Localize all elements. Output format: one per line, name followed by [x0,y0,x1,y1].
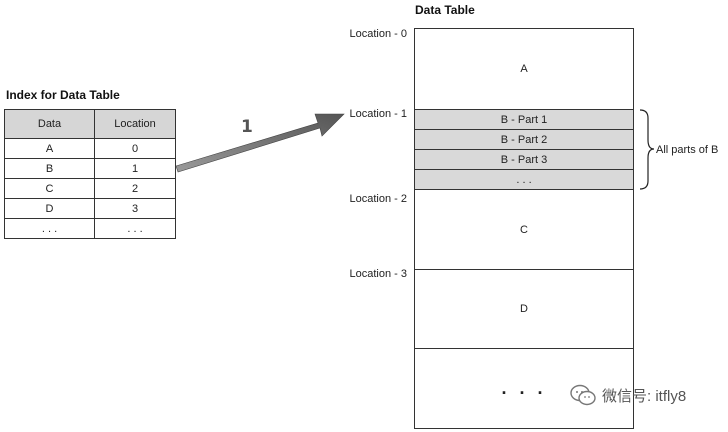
step-1-label: 1 [241,117,253,137]
index-cell-location: 1 [94,158,176,179]
index-cell-data: B [4,158,95,179]
data-cell-b-part-2: B - Part 2 [415,130,633,150]
wechat-icon [570,384,596,406]
location-label-0: Location - 0 [349,28,407,40]
table-row: . . . . . . [4,218,176,239]
data-cell-d: D [415,270,633,349]
data-cell-b-part-1: B - Part 1 [415,110,633,130]
index-cell-location: 2 [94,178,176,199]
table-row: C 2 [4,178,176,199]
index-header-location: Location [94,109,176,139]
table-row: B 1 [4,158,176,179]
data-cell-more: . . . [501,378,547,398]
all-parts-brace [639,109,655,190]
location-label-2: Location - 2 [349,193,407,205]
watermark-text: 微信号: itfly8 [602,387,687,405]
index-cell-location: 3 [94,198,176,219]
location-label-3: Location - 3 [349,268,407,280]
data-cell-b-part-3: B - Part 3 [415,150,633,170]
data-cell-b-more: . . . [415,170,633,190]
data-table-box: A B - Part 1 B - Part 2 B - Part 3 . . .… [414,28,634,429]
table-row: D 3 [4,198,176,219]
step-1-arrow [175,113,345,173]
index-table: Data Location A 0 B 1 C 2 D 3 . . . . . … [4,109,176,239]
index-table-header-row: Data Location [4,109,176,139]
index-cell-location: 0 [94,138,176,159]
index-cell-location: . . . [94,218,176,239]
data-cell-a: A [415,29,633,110]
table-row: A 0 [4,138,176,159]
location-label-1: Location - 1 [349,108,407,120]
watermark: 微信号: itfly8 [570,384,686,406]
index-cell-data: C [4,178,95,199]
index-cell-data: A [4,138,95,159]
index-table-title: Index for Data Table [6,88,120,102]
index-cell-data: . . . [4,218,95,239]
data-cell-c: C [415,190,633,270]
all-parts-label: All parts of B [656,144,719,156]
data-table-title: Data Table [415,3,475,17]
